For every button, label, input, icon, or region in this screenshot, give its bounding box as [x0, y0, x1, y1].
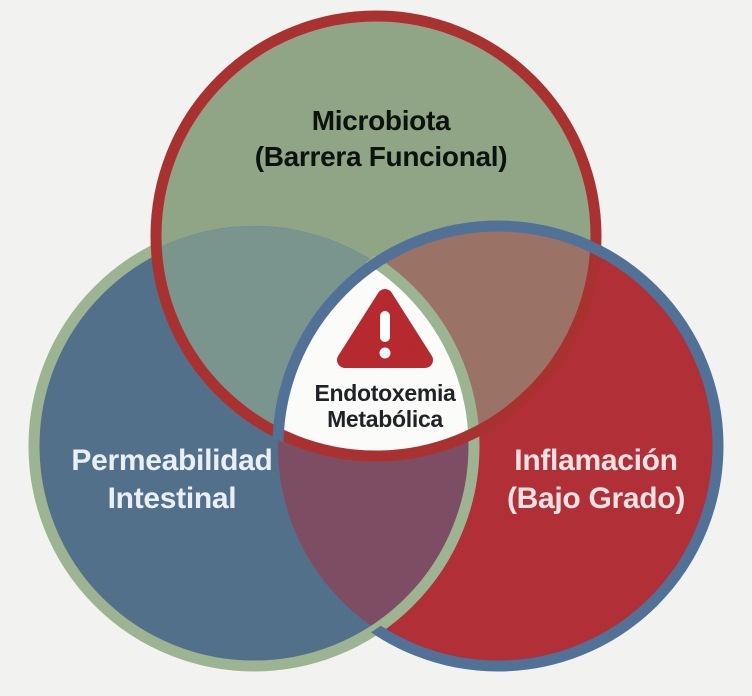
microbiota-circle-border: [150, 10, 602, 462]
center-label-line2: Metabólica: [327, 406, 443, 432]
inflamacion-label-line2: (Bajo Grado): [507, 482, 685, 515]
microbiota-label-line2: (Barrera Funcional): [255, 141, 508, 172]
warning-exclamation-bar: [380, 311, 390, 342]
inflamacion-circle-border: [272, 220, 724, 672]
warning-exclamation-dot: [379, 347, 391, 359]
microbiota-label-line1: Microbiota: [312, 105, 451, 136]
permeabilidad-label-line1: Permeabilidad: [71, 444, 272, 477]
inflamacion-label-line1: Inflamación: [514, 444, 677, 477]
permeabilidad-circle-border: [28, 220, 480, 672]
permeabilidad-label-line2: Intestinal: [108, 482, 237, 515]
center-label-line1: Endotoxemia: [314, 380, 456, 406]
